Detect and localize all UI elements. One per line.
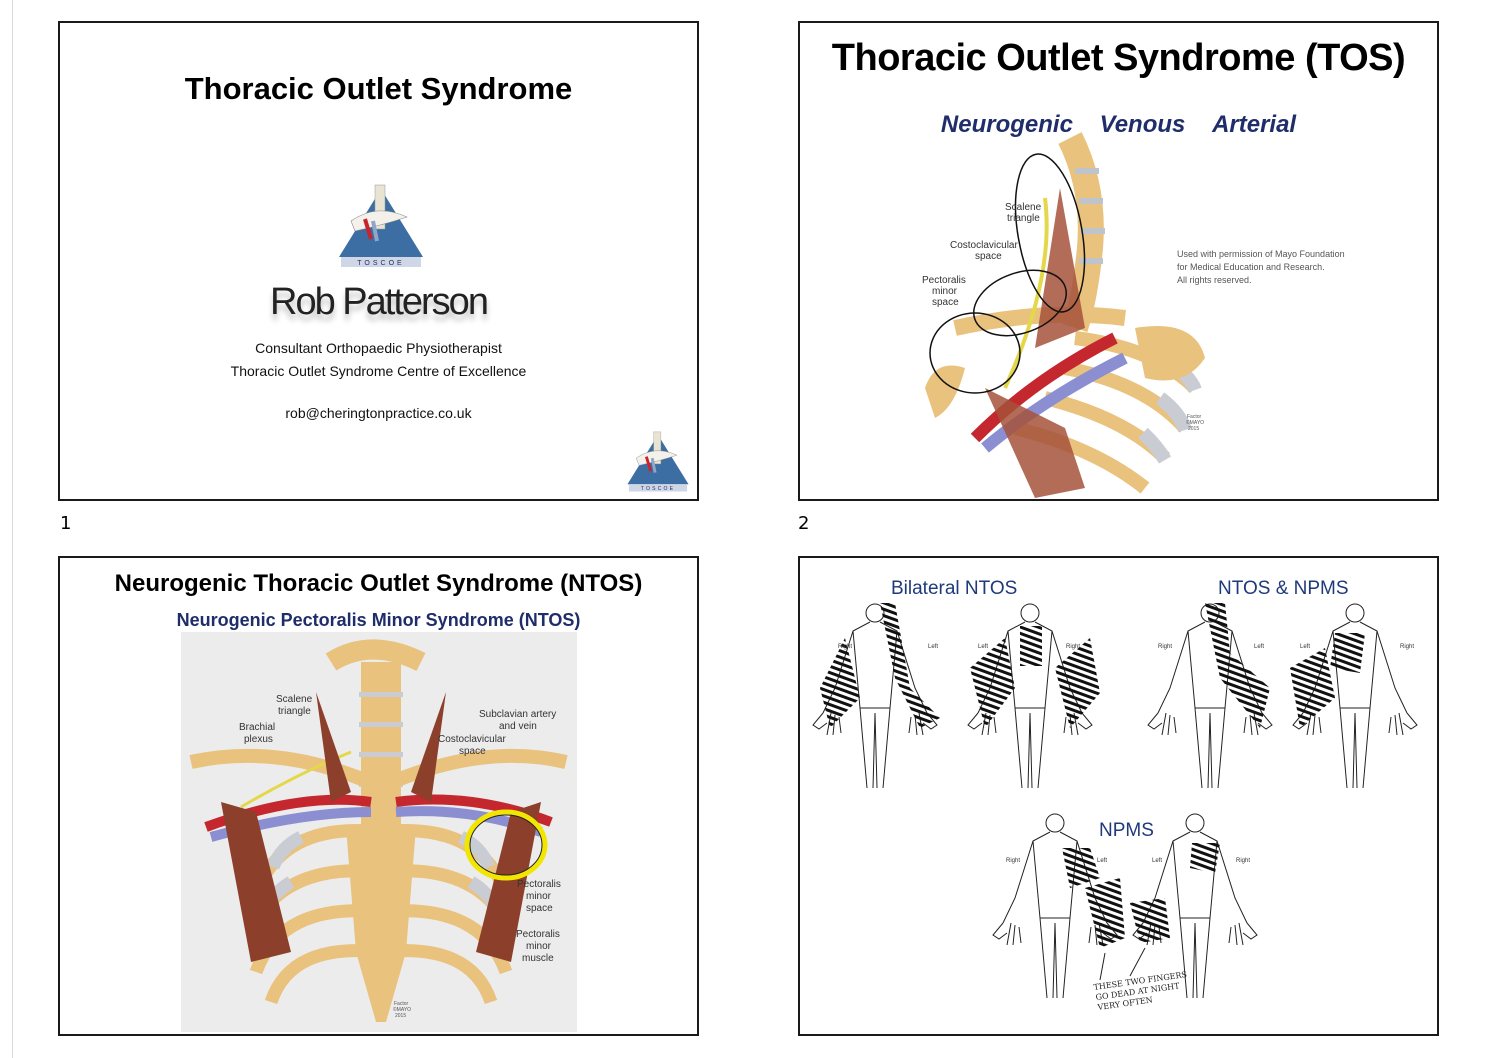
slide-2: Thoracic Outlet Syndrome (TOS) Neurogeni… <box>798 21 1439 501</box>
symptom-shading <box>1205 603 1270 728</box>
artist-credit-3: 2015 <box>1188 426 1199 432</box>
label-brachial-1: Brachial <box>239 722 275 733</box>
side-label-right: Right <box>1066 644 1080 650</box>
symptom-body-charts: Right Left Left Right Right Left Left Ri… <box>812 603 1418 1012</box>
symptom-shading <box>820 638 860 728</box>
label-pm-space-2: minor <box>526 891 552 902</box>
type-neurogenic: Neurogenic <box>940 111 1073 138</box>
symptom-shading <box>1020 626 1042 666</box>
label-scalene-2: triangle <box>1007 213 1040 224</box>
side-label-left: Left <box>1254 644 1264 650</box>
page-margin-rule <box>12 0 13 1058</box>
label-pm-space-1: Pectoralis <box>517 879 561 890</box>
artist-credit-2: ©MAYO <box>393 1006 411 1013</box>
label-pm-muscle-1: Pectoralis <box>516 929 560 940</box>
side-label-left: Left <box>1097 858 1107 864</box>
type-arterial: Arterial <box>1212 111 1297 138</box>
slide-title: Thoracic Outlet Syndrome (TOS) <box>831 37 1406 79</box>
symptom-shading <box>1190 843 1220 873</box>
presenter-name: Rob Patterson <box>270 281 489 323</box>
side-label-right: Right <box>1158 644 1172 650</box>
slide-1: Thoracic Outlet Syndrome TOSCOE Rob Patt… <box>58 21 699 501</box>
toscoe-logo: TOSCOE <box>339 184 423 267</box>
slide-number: 2 <box>798 513 810 534</box>
label-costoclavicular-2: space <box>975 251 1002 262</box>
side-label-right: Right <box>1236 858 1250 864</box>
side-label-left: Left <box>1152 858 1162 864</box>
toscoe-logo-text: TOSCOE <box>357 260 404 267</box>
label-pm-space-3: space <box>526 903 553 914</box>
artist-credit-1: Factor <box>1187 414 1202 420</box>
slide-number: 1 <box>60 513 72 534</box>
symptom-shading <box>1055 638 1100 728</box>
slide-title: Neurogenic Thoracic Outlet Syndrome (NTO… <box>114 570 643 597</box>
label-costoclavicular-1: Costoclavicular <box>950 240 1018 251</box>
slide-3: Neurogenic Thoracic Outlet Syndrome (NTO… <box>58 556 699 1036</box>
label-costoclavicular-1: Costoclavicular <box>438 734 506 745</box>
slide-4: Bilateral NTOS NTOS & NPMS NPMS <box>798 556 1439 1036</box>
label-pm-muscle-2: minor <box>526 941 552 952</box>
label-subclavian-1: Subclavian artery <box>479 709 556 720</box>
side-label-right: Right <box>1006 858 1020 864</box>
label-subclavian-2: and vein <box>499 721 537 732</box>
label-costoclavicular-2: space <box>459 746 486 757</box>
tos-types: Neurogenic Venous Arterial <box>800 111 1437 139</box>
symptom-shading <box>1130 898 1170 943</box>
symptom-shading <box>1085 878 1125 948</box>
side-label-left: Left <box>978 644 988 650</box>
label-pectoralis-2: minor <box>932 286 958 297</box>
side-label-right: Right <box>838 644 852 650</box>
artist-credit-2: ©MAYO <box>1186 419 1204 426</box>
label-pectoralis-1: Pectoralis <box>922 275 966 286</box>
label-pm-muscle-3: muscle <box>522 953 554 964</box>
side-label-right: Right <box>1400 644 1414 650</box>
ntos-anatomy-illustration: Scalene triangle Brachial plexus Subclav… <box>181 632 577 1032</box>
thoracic-outlet-illustration: Scalene triangle Costoclavicular space P… <box>922 132 1205 498</box>
group-label-ntos-npms: NTOS & NPMS <box>1218 578 1349 599</box>
label-brachial-2: plexus <box>244 734 273 745</box>
label-scalene-1: Scalene <box>1005 202 1042 213</box>
artist-credit-1: Factor <box>394 1001 409 1007</box>
artist-credit-3: 2015 <box>395 1013 406 1019</box>
presenter-role: Consultant Orthopaedic Physiotherapist <box>255 340 502 356</box>
label-pectoralis-3: space <box>932 297 959 308</box>
toscoe-logo-small: TOSCOE <box>627 431 689 492</box>
symptom-shading <box>1290 648 1335 728</box>
group-label-npms: NPMS <box>1099 820 1154 841</box>
label-scalene-1: Scalene <box>276 694 313 705</box>
slide-title: Thoracic Outlet Syndrome <box>184 71 573 106</box>
symptom-shading <box>1330 633 1365 673</box>
type-venous: Venous <box>1099 111 1186 138</box>
symptom-shading <box>1062 848 1100 888</box>
presenter-email: rob@cheringtonpractice.co.uk <box>285 405 472 421</box>
slide-subtitle: Neurogenic Pectoralis Minor Syndrome (NT… <box>176 610 581 630</box>
svg-text:TOSCOE: TOSCOE <box>641 486 675 492</box>
side-label-left: Left <box>1300 644 1310 650</box>
symptom-shading <box>880 603 940 728</box>
symptom-shading <box>970 638 1015 728</box>
label-scalene-2: triangle <box>278 706 311 717</box>
permission-note: Used with permission of Mayo Foundation … <box>1177 249 1345 285</box>
presenter-organization: Thoracic Outlet Syndrome Centre of Excel… <box>230 363 527 379</box>
group-label-bilateral-ntos: Bilateral NTOS <box>891 578 1018 599</box>
side-label-left: Left <box>928 644 938 650</box>
